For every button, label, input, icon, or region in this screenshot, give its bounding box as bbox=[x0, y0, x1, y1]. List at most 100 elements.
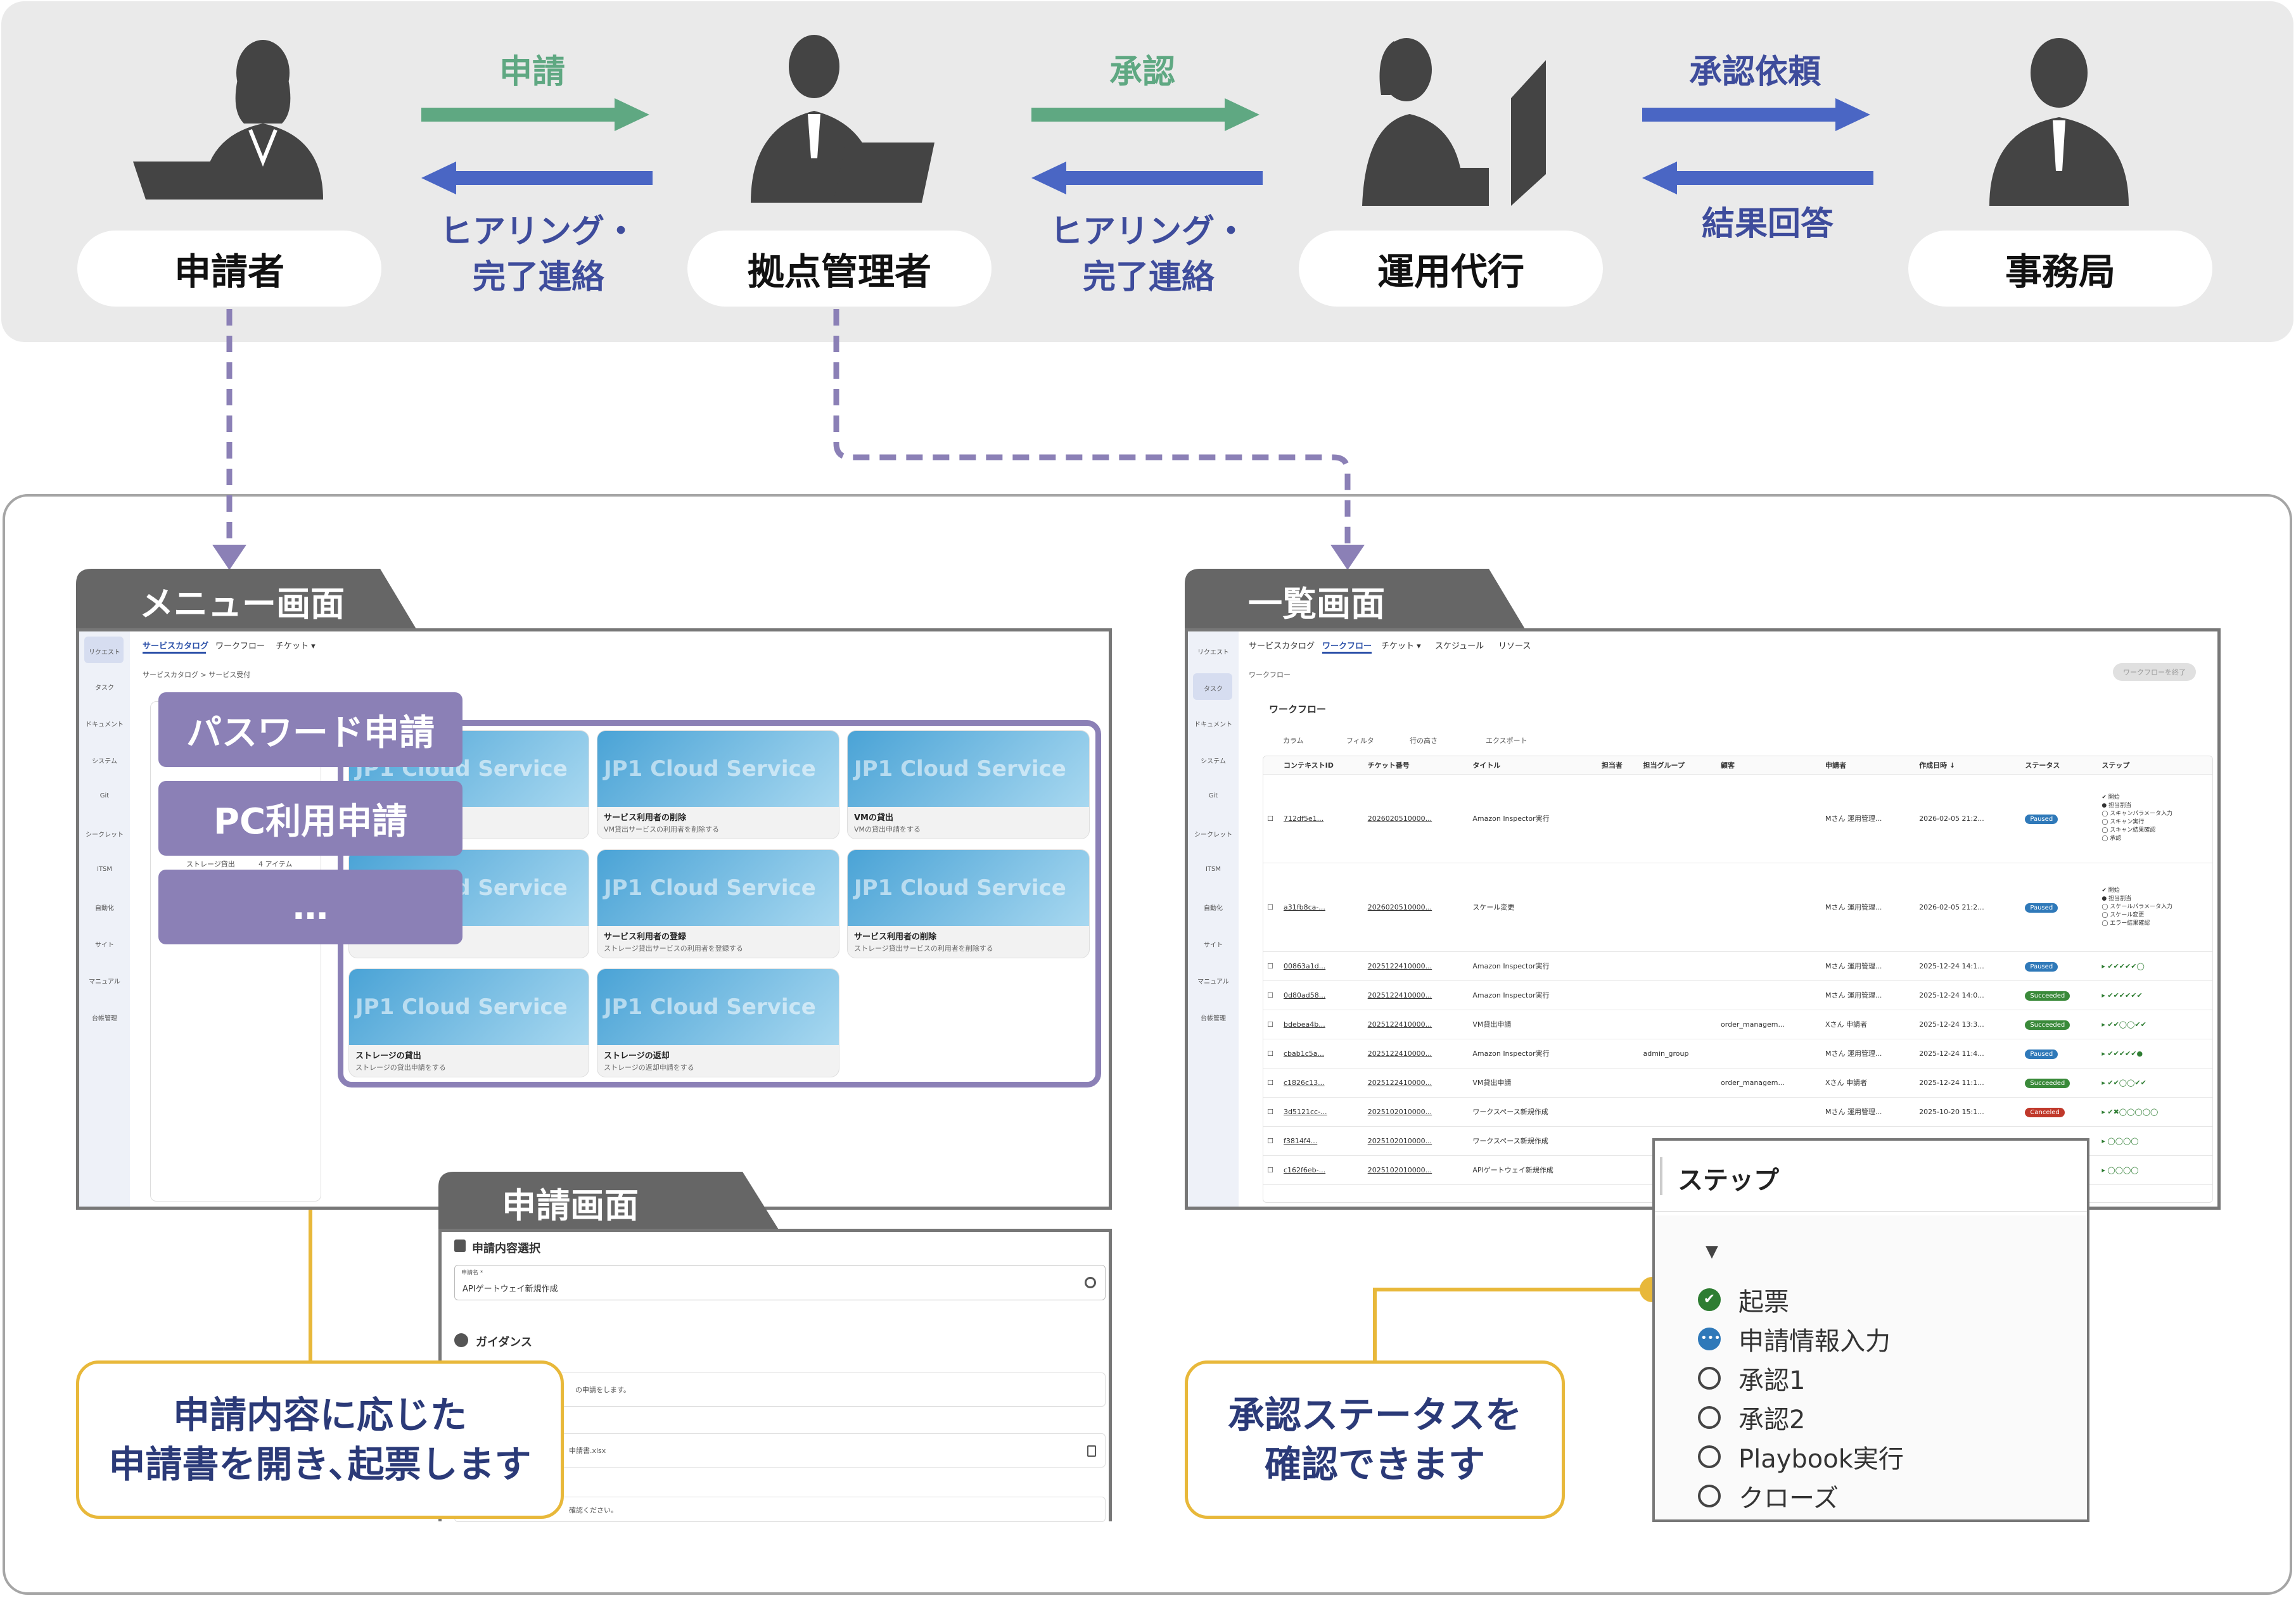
row-checkbox[interactable]: ☐ bbox=[1263, 1010, 1280, 1039]
check-circle-icon: ✔ bbox=[1698, 1288, 1721, 1311]
nav-item-automation[interactable]: 自動化 bbox=[95, 905, 114, 912]
column-header[interactable]: 申請者 bbox=[1821, 756, 1916, 775]
row-checkbox[interactable]: ☐ bbox=[1263, 774, 1280, 863]
context-id-link[interactable]: 0d80ad58... bbox=[1280, 980, 1364, 1010]
table-row[interactable]: ☐0d80ad58...2025122410000...Amazon Inspe… bbox=[1263, 980, 2212, 1010]
column-header[interactable]: ステータス bbox=[2021, 756, 2098, 775]
nav-item-itsm[interactable]: ITSM bbox=[1205, 866, 1221, 873]
context-id-link[interactable]: f3814f4... bbox=[1280, 1126, 1364, 1156]
table-row[interactable]: ☐cbab1c5a...2025122410000...Amazon Inspe… bbox=[1263, 1039, 2212, 1069]
context-id-link[interactable]: c1826c13... bbox=[1280, 1068, 1364, 1098]
column-header[interactable]: タイトル bbox=[1469, 756, 1598, 775]
context-id-link[interactable]: bdebea4b... bbox=[1280, 1010, 1364, 1039]
nav-item-task[interactable]: タスク bbox=[95, 685, 114, 692]
column-header[interactable]: 顧客 bbox=[1717, 756, 1821, 775]
request-name-field[interactable]: 申請名 * APIゲートウェイ新規作成 bbox=[454, 1265, 1106, 1300]
row-checkbox[interactable]: ☐ bbox=[1263, 1068, 1280, 1098]
nav-item-request[interactable]: リクエスト bbox=[89, 649, 120, 656]
tab-resource[interactable]: リソース bbox=[1498, 642, 1531, 651]
category-item-storage[interactable]: ストレージ貸出 bbox=[186, 860, 235, 868]
tab-service-catalog[interactable]: サービスカタログ bbox=[143, 642, 209, 651]
nav-item-git[interactable]: Git bbox=[1208, 792, 1218, 799]
nav-item-secret[interactable]: シークレット bbox=[1194, 832, 1232, 839]
nav-item-site[interactable]: サイト bbox=[1204, 942, 1223, 949]
context-id-link[interactable]: c162f6eb-... bbox=[1280, 1155, 1364, 1185]
context-id-link[interactable]: 712df5e1... bbox=[1280, 774, 1364, 863]
nav-item-site[interactable]: サイト bbox=[95, 942, 114, 949]
nav-item-task[interactable]: タスク bbox=[1204, 686, 1223, 693]
more-button[interactable]: … bbox=[158, 870, 462, 944]
nav-item-itsm[interactable]: ITSM bbox=[96, 866, 113, 873]
nav-item-system[interactable]: システム bbox=[92, 758, 117, 765]
nav-item-ledger[interactable]: 台帳管理 bbox=[92, 1015, 117, 1022]
ticket-link[interactable]: 2026020510000... bbox=[1363, 774, 1469, 863]
context-id-link[interactable]: 00863a1d... bbox=[1280, 951, 1364, 981]
ticket-link[interactable]: 2025122410000... bbox=[1363, 1039, 1469, 1069]
columns-button[interactable]: カラム bbox=[1283, 737, 1304, 745]
tab-ticket[interactable]: チケット ▾ bbox=[1381, 642, 1421, 651]
tab-underline bbox=[143, 652, 206, 654]
ticket-link[interactable]: 2025102010000... bbox=[1363, 1155, 1469, 1185]
ticket-link[interactable]: 2025122410000... bbox=[1363, 980, 1469, 1010]
nav-item-manual[interactable]: マニュアル bbox=[1197, 979, 1229, 986]
nav-item-document[interactable]: ドキュメント bbox=[86, 721, 124, 728]
table-row[interactable]: ☐3d5121cc-...2025102010000...ワークスペース新規作成… bbox=[1263, 1097, 2212, 1127]
context-id-link[interactable]: cbab1c5a... bbox=[1280, 1039, 1364, 1069]
tab-workflow[interactable]: ワークフロー bbox=[1322, 642, 1372, 651]
row-height-button[interactable]: 行の高さ bbox=[1410, 737, 1438, 745]
context-id-link[interactable]: a31fb8ca-... bbox=[1280, 863, 1364, 952]
pc-request-button[interactable]: PC利用申請 bbox=[158, 781, 462, 856]
collapse-caret-icon[interactable]: ▼ bbox=[1706, 1242, 1718, 1261]
nav-item-ledger[interactable]: 台帳管理 bbox=[1201, 1015, 1226, 1022]
row-checkbox[interactable]: ☐ bbox=[1263, 1039, 1280, 1069]
tab-service-catalog[interactable]: サービスカタログ bbox=[1249, 642, 1315, 651]
ticket-link[interactable]: 2025122410000... bbox=[1363, 1068, 1469, 1098]
column-header[interactable]: ステップ bbox=[2098, 756, 2212, 775]
copy-icon[interactable] bbox=[1087, 1445, 1096, 1457]
ticket-link[interactable]: 2025122410000... bbox=[1363, 1010, 1469, 1039]
ticket-link[interactable]: 2026020510000... bbox=[1363, 863, 1469, 952]
nav-item-automation[interactable]: 自動化 bbox=[1204, 905, 1223, 912]
password-request-button[interactable]: パスワード申請 bbox=[158, 692, 462, 767]
row-checkbox[interactable]: ☐ bbox=[1263, 863, 1280, 952]
nav-item-secret[interactable]: シークレット bbox=[86, 832, 124, 839]
filter-button[interactable]: フィルタ bbox=[1346, 737, 1374, 745]
ticket-link[interactable]: 2025102010000... bbox=[1363, 1097, 1469, 1127]
column-header[interactable]: チケット番号 bbox=[1363, 756, 1469, 775]
column-header[interactable]: 作成日時 ↓ bbox=[1915, 756, 2022, 775]
row-checkbox[interactable]: ☐ bbox=[1263, 1097, 1280, 1127]
nav-item-document[interactable]: ドキュメント bbox=[1194, 721, 1232, 728]
column-header[interactable]: コンテキストID bbox=[1280, 756, 1364, 775]
nav-item-request[interactable]: リクエスト bbox=[1197, 649, 1229, 656]
tab-ticket[interactable]: チケット ▾ bbox=[276, 642, 316, 651]
ticket-link[interactable]: 2025102010000... bbox=[1363, 1126, 1469, 1156]
nav-item-manual[interactable]: マニュアル bbox=[89, 979, 120, 986]
row-checkbox[interactable]: ☐ bbox=[1263, 1126, 1280, 1156]
column-header[interactable]: 担当者 bbox=[1597, 756, 1640, 775]
tab-schedule[interactable]: スケジュール bbox=[1435, 642, 1484, 651]
row-checkbox[interactable]: ☐ bbox=[1263, 951, 1280, 981]
export-button[interactable]: エクスポート bbox=[1486, 737, 1527, 745]
context-id-link[interactable]: 3d5121cc-... bbox=[1280, 1097, 1364, 1127]
tab-workflow[interactable]: ワークフロー bbox=[215, 642, 265, 651]
nav-item-git[interactable]: Git bbox=[99, 792, 110, 799]
row-checkbox[interactable]: ☐ bbox=[1263, 1155, 1280, 1185]
search-icon[interactable] bbox=[1085, 1277, 1096, 1288]
table-row[interactable]: ☐00863a1d...2025122410000...Amazon Inspe… bbox=[1263, 951, 2212, 981]
table-row[interactable]: ☐712df5e1...2026020510000...Amazon Inspe… bbox=[1263, 774, 2212, 863]
apply-screen-tab: 申請画面 bbox=[502, 1185, 639, 1226]
ticket-link[interactable]: 2025122410000... bbox=[1363, 951, 1469, 981]
end-workflow-button[interactable]: ワークフローを終了 bbox=[2113, 663, 2196, 681]
nav-item-system[interactable]: システム bbox=[1201, 758, 1226, 765]
row-checkbox[interactable]: ☐ bbox=[1263, 980, 1280, 1010]
column-header[interactable]: 担当グループ bbox=[1639, 756, 1718, 775]
